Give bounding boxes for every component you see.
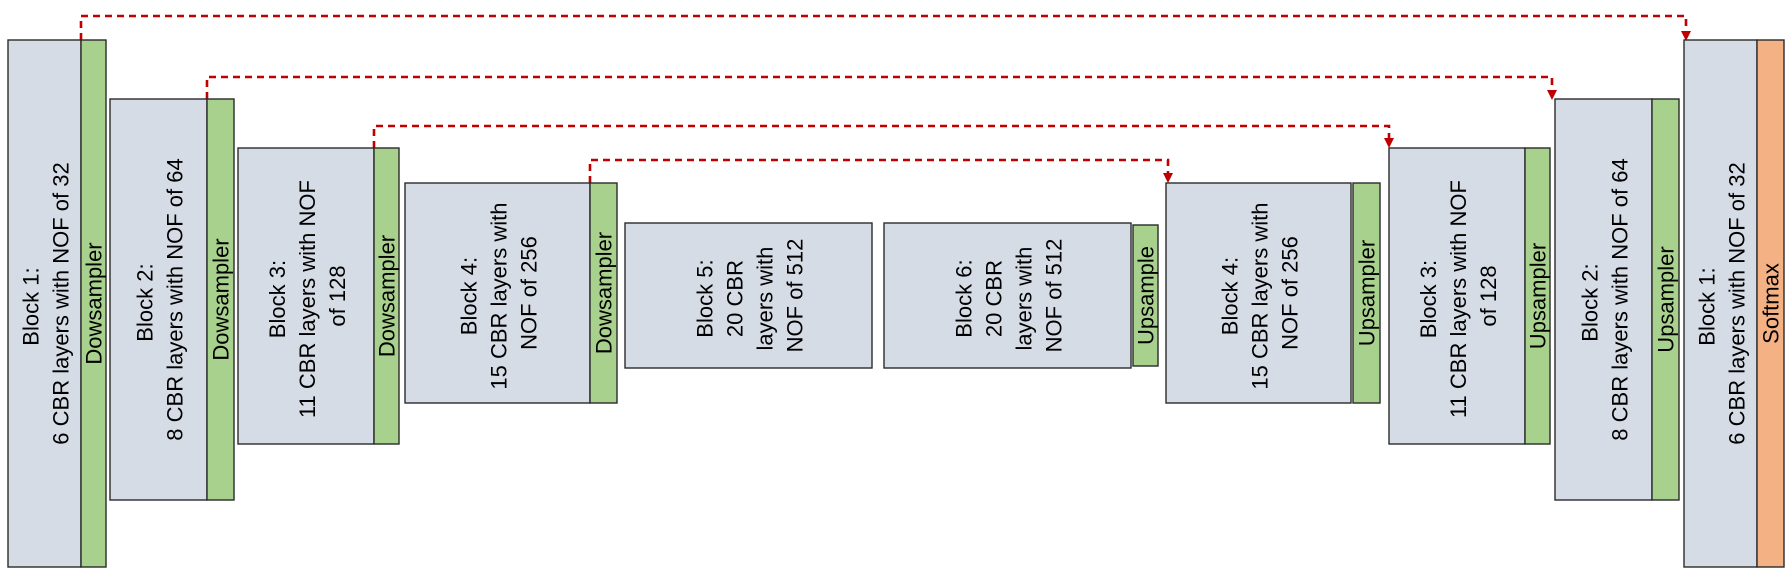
block-5-line-4: NOF of 512 [783,239,808,353]
decoder-block-3-box [1388,147,1526,445]
decoder-block-3: Block 3: 11 CBR layers with NOF of 128 [1388,147,1526,445]
block-6-box [883,222,1132,369]
decoder-block-1-label: Block 1: 6 CBR layers with NOF of 32 [1695,162,1750,444]
downsampler-2-label: Dowsampler [209,238,234,360]
block-6-line-3: layers with [1012,247,1037,351]
decoder-block-2-label: Block 2: 8 CBR layers with NOF of 64 [1578,158,1633,440]
downsampler-1-box [80,39,107,568]
encoder-block-4: Block 4: 15 CBR layers with NOF of 256 [404,182,591,404]
downsampler-2-box [206,98,235,501]
upsampler-4-box [1352,182,1381,404]
decoder-block-2-line-1: Block 2: [1578,263,1603,341]
skip-connection-block-2 [205,75,1554,99]
upsampler-4-label: Upsampler [1355,240,1380,346]
skip-connection-block-4 [588,158,1170,183]
decoder-block-4-box [1165,182,1352,404]
encoder-block-3: Block 3: 11 CBR layers with NOF of 128 [237,147,375,445]
encoder-block-1-line-2: 6 CBR layers with NOF of 32 [49,162,74,444]
decoder-upsampler-3: Upsampler [1524,147,1551,445]
block-6-label: Block 6: 20 CBR layers with NOF of 512 [952,239,1067,353]
decoder-block-1: Block 1: 6 CBR layers with NOF of 32 [1683,39,1758,568]
decoder-block-1-line-2: 6 CBR layers with NOF of 32 [1725,162,1750,444]
encoder-downsampler-2: Dowsampler [206,98,235,501]
encoder-downsampler-4: Dowsampler [589,182,618,404]
decoder-upsample-6: Upsample [1132,224,1159,367]
block-5-line-3: layers with [753,247,778,351]
softmax-box [1756,39,1785,568]
decoder-block-3-line-2: 11 CBR layers with NOF [1446,180,1471,418]
encoder-block-1: Block 1: 6 CBR layers with NOF of 32 [7,39,82,568]
upsampler-2-box [1651,98,1680,501]
encoder-block-3-line-1: Block 3: [265,260,290,338]
block-6-line-2: 20 CBR [982,260,1007,337]
decoder-block-4-label: Block 4: 15 CBR layers with NOF of 256 [1218,196,1303,389]
decoder-upsampler-2: Upsampler [1651,98,1680,501]
downsampler-4-box [589,182,618,404]
decoder-block-3-line-1: Block 3: [1416,260,1441,338]
encoder-block-4-label: Block 4: 15 CBR layers with NOF of 256 [457,196,542,389]
encoder-block-4-line-2: 15 CBR layers with [487,203,512,390]
downsampler-1-label: Dowsampler [82,242,107,364]
upsampler-3-box [1524,147,1551,445]
encoder-downsampler-3: Dowsampler [373,147,400,445]
skip-connection-block-1 [79,14,1688,40]
encoder-block-2-label: Block 2: 8 CBR layers with NOF of 64 [133,158,188,440]
encoder-block-1-box [7,39,82,568]
skip-connection-block-3 [372,124,1391,148]
decoder-block-6: Block 6: 20 CBR layers with NOF of 512 [883,222,1132,369]
upsample-6-box [1132,224,1159,367]
block-5-line-2: 20 CBR [723,260,748,337]
upsampler-3-label: Upsampler [1526,243,1551,349]
softmax-layer: Softmax [1756,39,1785,568]
decoder-block-4-line-2: 15 CBR layers with [1248,203,1273,390]
encoder-block-2: Block 2: 8 CBR layers with NOF of 64 [109,98,208,501]
upsampler-2-label: Upsampler [1654,246,1679,352]
encoder-block-1-line-1: Block 1: [19,267,44,345]
encoder-block-3-line-3: of 128 [325,265,350,326]
encoder-block-3-box [237,147,375,445]
softmax-label: Softmax [1759,263,1784,344]
decoder-block-2-box [1554,98,1653,501]
downsampler-3-box [373,147,400,445]
encoder-downsampler-1: Dowsampler [80,39,107,568]
encoder-block-4-line-1: Block 4: [457,257,482,335]
block-5-label: Block 5: 20 CBR layers with NOF of 512 [693,239,808,353]
bottleneck-block-5: Block 5: 20 CBR layers with NOF of 512 [624,222,873,369]
skip-arrowhead-block-2 [1547,90,1557,100]
downsampler-4-label: Dowsampler [592,232,617,354]
skip-connections [79,14,1691,183]
encoder-block-3-label: Block 3: 11 CBR layers with NOF of 128 [265,174,350,418]
skip-arrowhead-block-1 [1681,31,1691,41]
decoder-block-1-box [1683,39,1758,568]
block-6-line-1: Block 6: [952,259,977,337]
encoder-block-4-line-3: NOF of 256 [517,236,542,350]
decoder-block-4: Block 4: 15 CBR layers with NOF of 256 [1165,182,1352,404]
decoder-block-3-line-3: of 128 [1476,265,1501,326]
block-5-box [624,222,873,369]
decoder-upsampler-4: Upsampler [1352,182,1381,404]
skip-arrowhead-block-4 [1163,173,1173,183]
encoder-block-2-line-2: 8 CBR layers with NOF of 64 [163,158,188,440]
decoder-block-2-line-2: 8 CBR layers with NOF of 64 [1608,158,1633,440]
decoder-block-3-label: Block 3: 11 CBR layers with NOF of 128 [1416,174,1501,418]
encoder-block-3-line-2: 11 CBR layers with NOF [295,180,320,418]
skip-arrowhead-block-3 [1384,138,1394,148]
block-6-line-4: NOF of 512 [1042,239,1067,353]
decoder-block-4-line-1: Block 4: [1218,257,1243,335]
decoder-block-4-line-3: NOF of 256 [1278,236,1303,350]
encoder-block-2-line-1: Block 2: [133,263,158,341]
encoder-block-2-box [109,98,208,501]
encoder-block-1-label: Block 1: 6 CBR layers with NOF of 32 [19,162,74,444]
downsampler-3-label: Dowsampler [375,235,400,357]
upsample-6-label: Upsample [1134,246,1159,345]
decoder-block-1-line-1: Block 1: [1695,267,1720,345]
block-5-line-1: Block 5: [693,259,718,337]
decoder-block-2: Block 2: 8 CBR layers with NOF of 64 [1554,98,1653,501]
encoder-block-4-box [404,182,591,404]
